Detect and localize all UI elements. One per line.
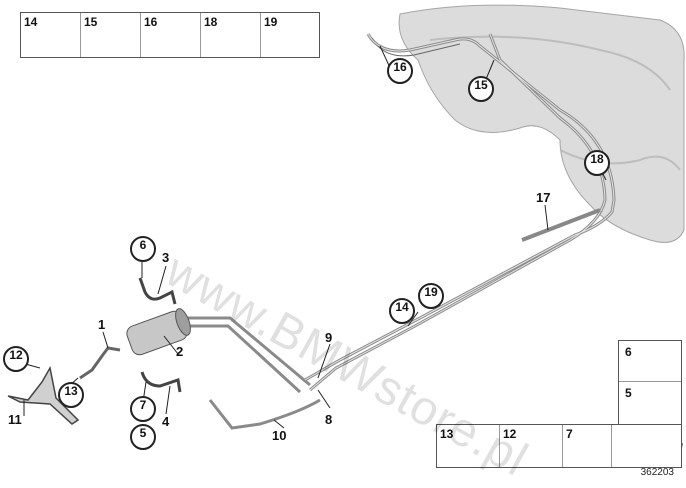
callout-circled: 15 bbox=[468, 76, 494, 102]
legend-cell: 5 bbox=[619, 382, 681, 425]
legend-cell: 16 bbox=[141, 13, 201, 57]
legend-cell: 19 bbox=[261, 13, 319, 57]
callout-label: 11 bbox=[8, 412, 22, 427]
callout-circled: 18 bbox=[584, 150, 610, 176]
callout-circled: 13 bbox=[58, 382, 84, 408]
legend-cell bbox=[612, 425, 681, 467]
callout-circled: 7 bbox=[130, 396, 156, 422]
legend-cell: 14 bbox=[21, 13, 81, 57]
fuel-tank-shape bbox=[398, 4, 685, 243]
legend-number: 12 bbox=[503, 427, 517, 441]
callout-label: 1 bbox=[98, 317, 106, 332]
callout-label: 10 bbox=[272, 428, 287, 443]
legend-cell: 15 bbox=[81, 13, 141, 57]
legend-number: 18 bbox=[204, 15, 218, 29]
pipe-17 bbox=[521, 208, 601, 242]
hose-1 bbox=[79, 346, 121, 380]
callout-label: 9 bbox=[325, 330, 333, 345]
legend-side: 6 5 bbox=[618, 340, 682, 426]
bracket-4 bbox=[140, 371, 182, 393]
legend-cell: 6 bbox=[619, 341, 681, 382]
legend-number: 6 bbox=[625, 345, 632, 359]
callout-label: 4 bbox=[162, 414, 170, 429]
legend-number: 5 bbox=[625, 386, 632, 400]
legend-cell: 7 bbox=[563, 425, 612, 467]
legend-cell: 13 bbox=[437, 425, 500, 467]
diagram-number: 362203 bbox=[640, 467, 674, 478]
callout-circled: 5 bbox=[130, 424, 156, 450]
fuel-filter-2 bbox=[126, 308, 191, 356]
legend-number: 19 bbox=[264, 15, 278, 29]
legend-number: 15 bbox=[84, 15, 98, 29]
legend-number: 7 bbox=[566, 427, 573, 441]
callout-circled: 16 bbox=[387, 58, 413, 84]
callout-circled: 14 bbox=[389, 298, 415, 324]
legend-bottom: 13 12 7 bbox=[436, 424, 682, 468]
legend-number: 16 bbox=[144, 15, 158, 29]
callout-circled: 12 bbox=[3, 346, 29, 372]
callout-label: 17 bbox=[536, 190, 551, 205]
legend-number: 14 bbox=[24, 15, 38, 29]
callout-label: 3 bbox=[162, 250, 170, 265]
bracket-3 bbox=[138, 277, 177, 305]
legend-cell: 18 bbox=[201, 13, 261, 57]
legend-top: 14 15 16 18 19 bbox=[20, 12, 320, 58]
callout-label: 2 bbox=[176, 344, 184, 359]
bracket-11 bbox=[7, 365, 80, 425]
callout-label: 8 bbox=[325, 412, 333, 427]
legend-number: 13 bbox=[440, 427, 454, 441]
legend-cell: 12 bbox=[500, 425, 563, 467]
callout-circled: 6 bbox=[130, 236, 156, 262]
callout-circled: 19 bbox=[418, 283, 444, 309]
